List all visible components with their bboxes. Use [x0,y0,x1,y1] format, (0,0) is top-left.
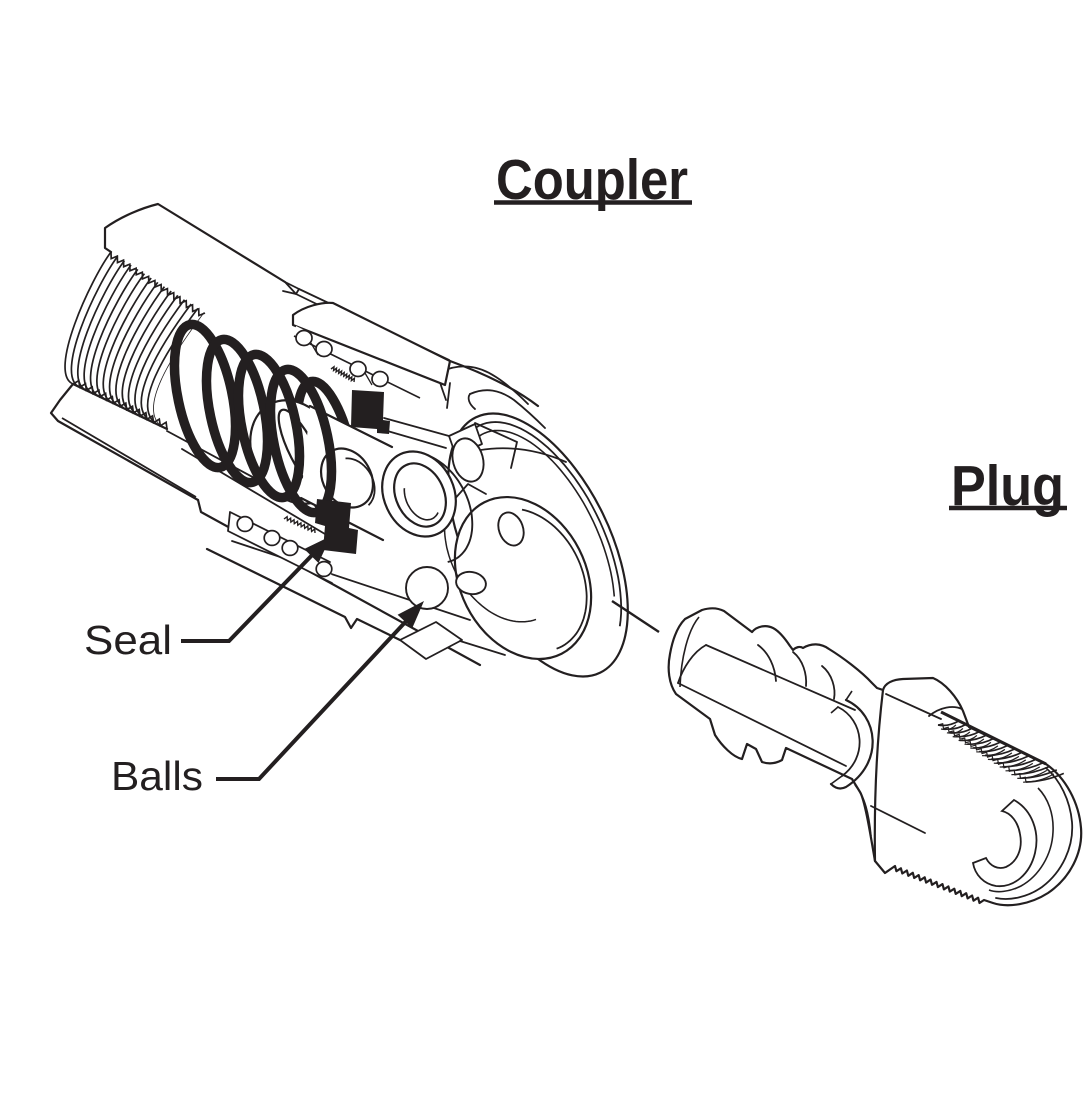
svg-text:Seal: Seal [84,617,172,663]
svg-text:Coupler: Coupler [496,148,688,212]
svg-text:Plug: Plug [951,454,1064,518]
svg-text:Balls: Balls [111,753,203,799]
